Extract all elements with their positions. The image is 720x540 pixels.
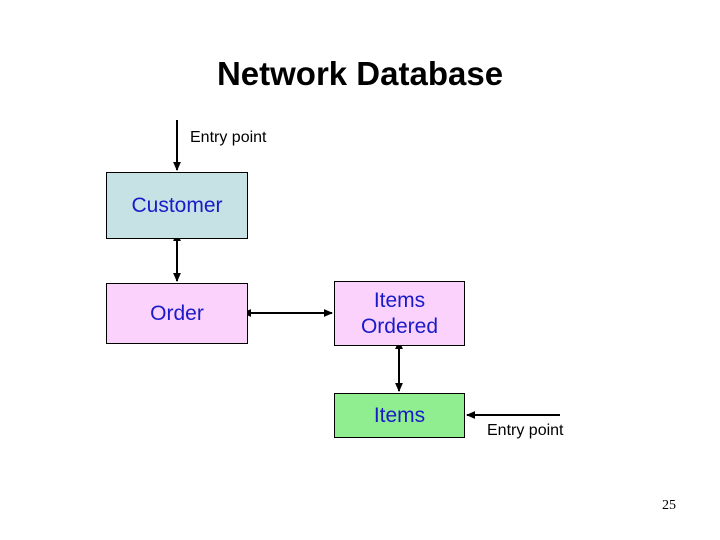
entity-label-customer: Customer [131,193,223,217]
annotation-entry-point-right: Entry point [487,422,564,439]
page-number: 25 [662,498,676,513]
entity-label-order: Order [150,301,204,325]
entity-box-items[interactable]: Items [334,393,465,438]
entity-label-items-ordered: Items Ordered [360,288,439,338]
page-title: Network Database [216,55,504,92]
annotation-entry-point-top: Entry point [190,129,267,146]
entity-box-customer[interactable]: Customer [106,172,248,239]
entity-label-items: Items [373,403,426,427]
entity-box-items-ordered[interactable]: Items Ordered [334,281,465,346]
entity-box-order[interactable]: Order [106,283,248,344]
